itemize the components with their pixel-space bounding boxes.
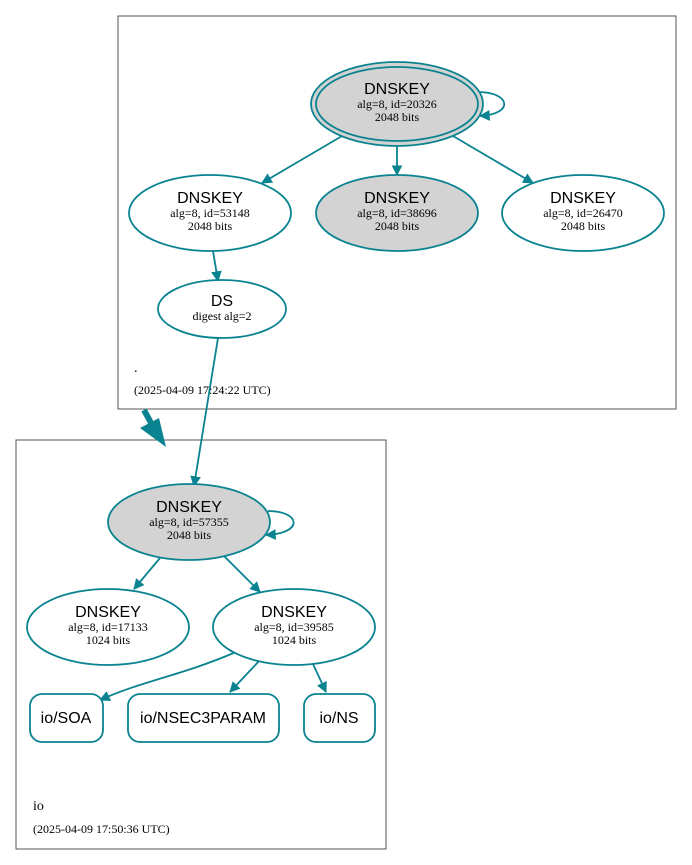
rrset-label: io/NS (319, 710, 358, 727)
node-io-nsec3param: io/NSEC3PARAM (127, 693, 280, 743)
node-io-ns: io/NS (303, 693, 376, 743)
node-alg-label: alg=8, id=53148 (170, 206, 250, 220)
io-zone-timestamp: (2025-04-09 17:50:36 UTC) (33, 822, 170, 836)
node-size-label: 1024 bits (272, 633, 317, 647)
node-size-label: 2048 bits (375, 110, 420, 124)
node-type-label: DNSKEY (177, 190, 243, 207)
node-alg-label: digest alg=2 (192, 309, 251, 323)
edge-root-ksk-to-26470 (452, 135, 534, 184)
node-ds: DS digest alg=2 (157, 279, 287, 339)
edge-39585-to-ns (312, 663, 327, 693)
node-alg-label: alg=8, id=20326 (357, 97, 437, 111)
node-type-label: DNSKEY (75, 604, 141, 621)
node-size-label: 2048 bits (561, 219, 606, 233)
root-zone-timestamp: (2025-04-09 17:24:22 UTC) (134, 383, 271, 397)
node-type-label: DNSKEY (261, 604, 327, 621)
node-size-label: 2048 bits (375, 219, 420, 233)
node-io-soa: io/SOA (29, 693, 104, 743)
node-root-dnskey-38696: DNSKEY alg=8, id=38696 2048 bits (315, 174, 479, 252)
rrset-label: io/NSEC3PARAM (140, 710, 266, 727)
edge-39585-to-nsec3param (229, 659, 261, 693)
node-type-label: DS (211, 293, 233, 310)
edge-io-ksk-to-17133 (133, 557, 161, 590)
node-alg-label: alg=8, id=38696 (357, 206, 437, 220)
node-type-label: DNSKEY (156, 499, 222, 516)
delegation-arrowhead (140, 418, 166, 447)
node-size-label: 1024 bits (86, 633, 131, 647)
node-io-dnskey-17133: DNSKEY alg=8, id=17133 1024 bits (26, 588, 190, 666)
edge-ds-to-io-ksk (190, 337, 219, 488)
io-zone-name: io (33, 799, 44, 814)
node-alg-label: alg=8, id=17133 (68, 620, 148, 634)
node-alg-label: alg=8, id=26470 (543, 206, 623, 220)
edge-io-ksk-self (264, 510, 295, 540)
node-alg-label: alg=8, id=39585 (254, 620, 334, 634)
node-size-label: 2048 bits (167, 528, 212, 542)
node-type-label: DNSKEY (364, 190, 430, 207)
edge-53148-to-ds (211, 250, 222, 283)
rrset-label: io/SOA (41, 710, 92, 727)
node-size-label: 2048 bits (188, 219, 233, 233)
node-alg-label: alg=8, id=57355 (149, 515, 229, 529)
node-root-dnskey-53148: DNSKEY alg=8, id=53148 2048 bits (128, 174, 292, 252)
root-zone-name: . (134, 361, 138, 376)
edge-root-ksk-self (477, 91, 506, 121)
node-io-dnskey-39585: DNSKEY alg=8, id=39585 1024 bits (212, 588, 376, 666)
node-root-ksk-20326: DNSKEY alg=8, id=20326 2048 bits (310, 61, 484, 147)
node-type-label: DNSKEY (550, 190, 616, 207)
edge-root-ksk-to-53148 (261, 135, 343, 184)
edge-39585-to-soa (99, 651, 237, 701)
node-root-dnskey-26470: DNSKEY alg=8, id=26470 2048 bits (501, 174, 665, 252)
edge-io-ksk-to-39585 (223, 555, 261, 593)
node-io-ksk-57355: DNSKEY alg=8, id=57355 2048 bits (107, 483, 271, 561)
node-type-label: DNSKEY (364, 81, 430, 98)
